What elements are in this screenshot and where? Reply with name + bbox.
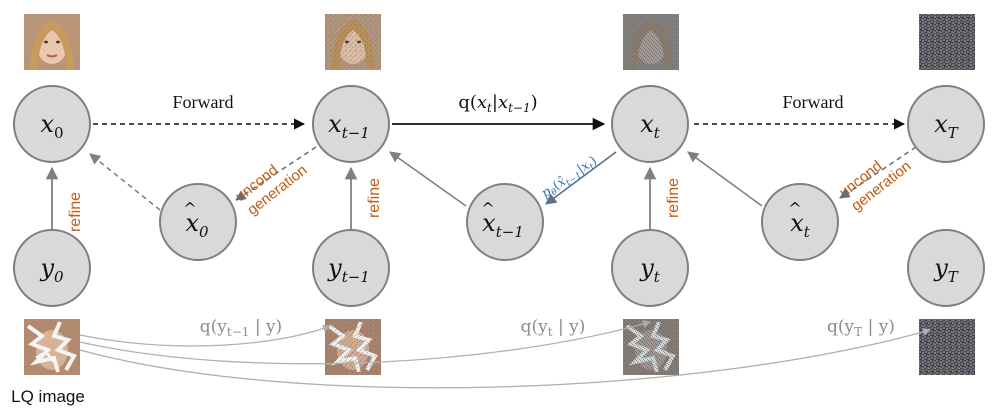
reverse-arrow [545,151,617,205]
forward-label-left: Forward [173,92,234,112]
reconstruct-arrow [389,151,467,207]
node-x0: x0 [13,85,91,163]
node-yt-minus-1: yt−1 [312,229,390,307]
degradation-label-t: q(yt | y) [521,317,586,339]
svg-text:xt−1: xt−1 [482,209,524,241]
svg-text:^: ^ [788,199,801,218]
uncond-arrow [839,146,917,199]
svg-text:^: ^ [183,199,196,218]
refine-label: refine [665,178,682,218]
svg-text:xt−1: xt−1 [328,110,370,142]
noise-image [919,14,975,70]
svg-text:yt−1: yt−1 [327,254,370,286]
uncond-arrow [235,146,317,201]
transition-label: q(xt|xt−1) [458,92,537,115]
svg-text:x0: x0 [40,110,63,142]
face-photo-very-noisy [623,14,679,70]
degradation-curves [79,320,931,389]
svg-text:^: ^ [481,199,494,218]
face-photo [24,14,80,70]
degradation-label-t-minus-1: q(yt−1 | y) [200,317,282,339]
masked-face-photo [325,319,381,375]
node-xT: xT [907,85,985,163]
refine-label: refine [67,192,84,232]
reconstruct-arrow [687,151,763,207]
svg-text:yt: yt [639,254,661,286]
uncond-label: uncond generation [836,157,914,214]
reverse-label: pθ(x̂t−1|xt) [539,153,601,203]
node-yT: yT [907,229,985,307]
node-xhat-t: xt ^ [761,183,839,261]
node-xhat0: x0 ^ [159,183,237,261]
svg-text:y0: y0 [39,254,64,286]
node-xt-minus-1: xt−1 [312,85,390,163]
node-xhat-t-minus-1: xt−1 ^ [466,183,544,261]
lq-image-caption: LQ image [11,387,85,406]
noise-image [919,319,975,375]
svg-text:xT: xT [934,110,959,142]
svg-text:xt: xt [640,110,661,142]
face-photo-noisy [325,14,381,70]
degradation-label-T: q(yT | y) [827,317,895,339]
refine-label: refine [366,178,383,218]
svg-text:x0: x0 [185,209,209,241]
node-y0: y0 [13,229,91,307]
reconstruct-arrow [89,153,161,211]
node-yt: yt [611,229,689,307]
node-xt: xt [611,85,689,163]
svg-text:yT: yT [933,254,959,286]
masked-face-photo [24,319,80,375]
forward-label-right: Forward [783,92,844,112]
svg-text:xt: xt [790,209,811,241]
masked-face-photo [623,319,679,375]
